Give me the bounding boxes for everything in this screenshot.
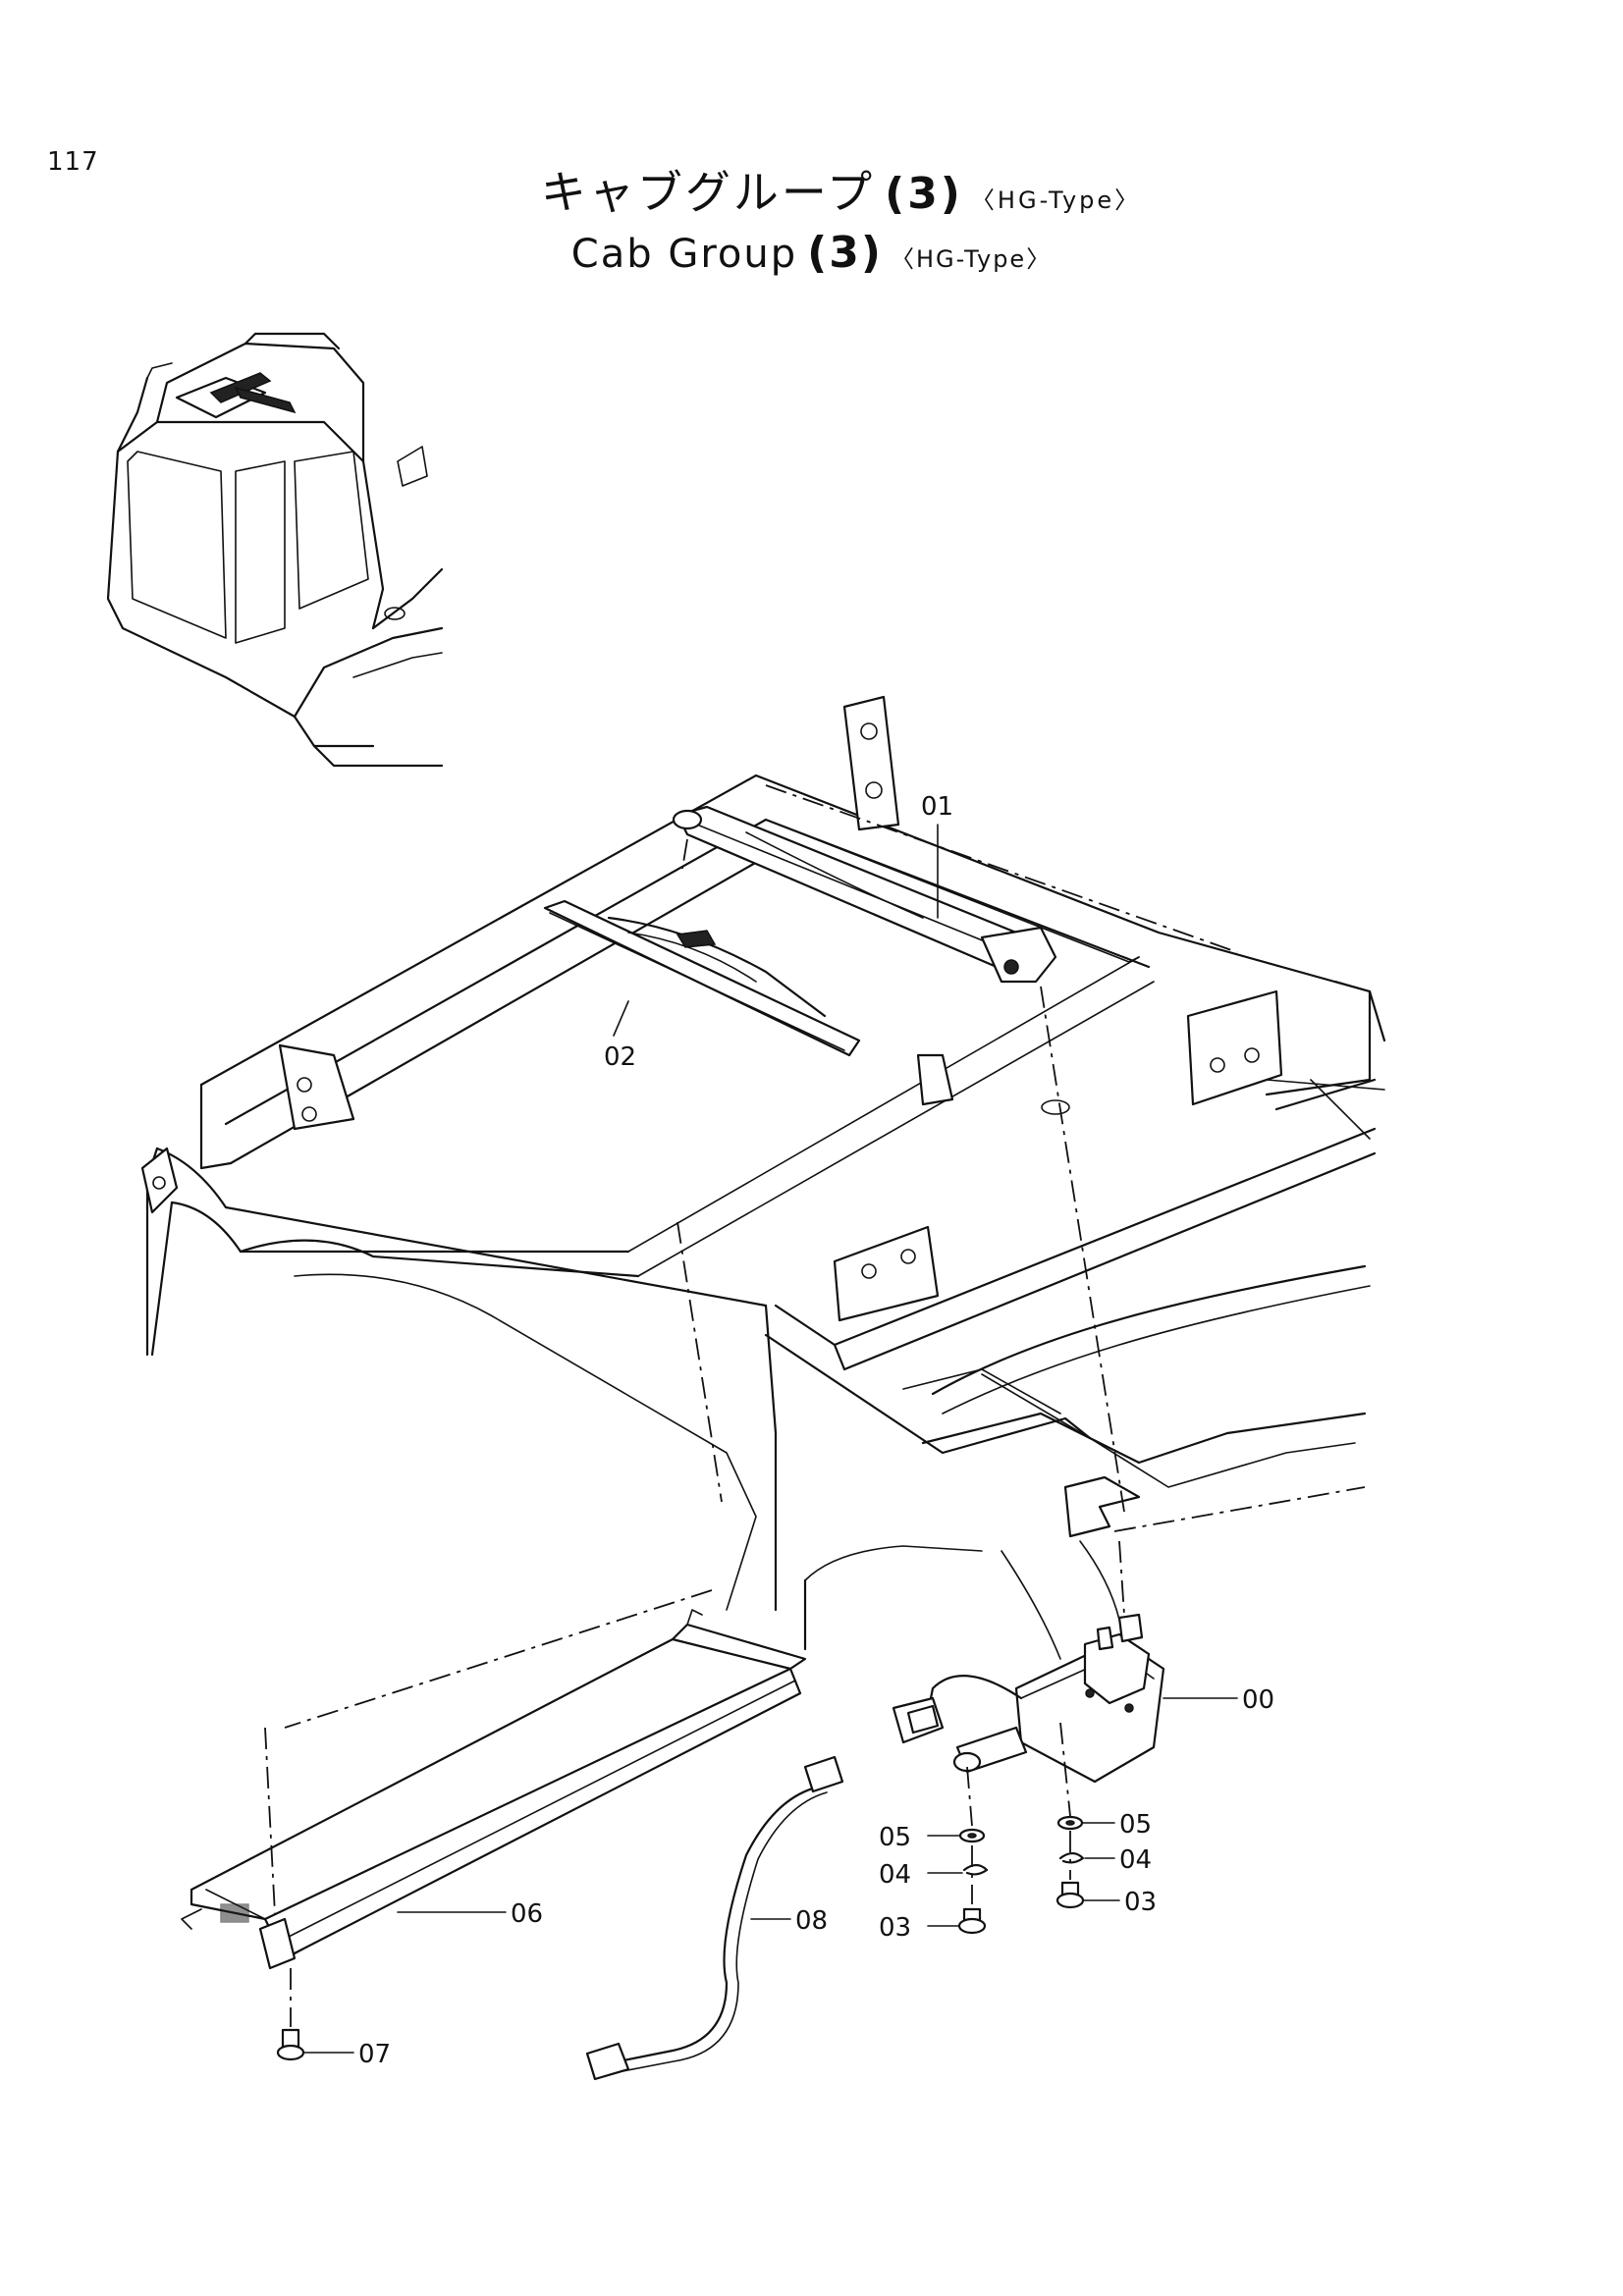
title-block: キャブグループ(3)〈HG-Type〉 Cab Group(3)〈HG-Type… <box>0 157 1623 278</box>
page-number: 117 <box>47 147 99 177</box>
title-jp-group-number: (3) <box>885 169 963 219</box>
title-en-main: Cab Group <box>570 232 798 277</box>
part-04-lock-washer-left <box>962 1863 989 1876</box>
part-03-bolt-right <box>1055 1881 1085 1909</box>
cab-roof-frame <box>140 695 1386 1660</box>
title-jp-main: キャブグループ <box>540 166 876 219</box>
part-00-wiper-motor <box>892 1613 1165 1784</box>
part-07-bolt <box>276 2028 305 2061</box>
callout-leaders <box>303 824 1238 2054</box>
part-01-wiper-arm <box>672 805 1057 984</box>
callout-08: 08 <box>795 1906 828 1936</box>
callout-labels: 01 02 00 05 05 04 04 03 03 06 07 08 <box>358 792 1274 2069</box>
callout-04-left: 04 <box>879 1860 911 1890</box>
callout-03-left: 03 <box>879 1913 911 1943</box>
part-02-wiper-blade <box>543 899 861 1057</box>
callout-06: 06 <box>511 1899 543 1929</box>
part-03-bolt-left <box>957 1907 987 1935</box>
part-08-wire-harness <box>585 1755 844 2081</box>
callout-05-left: 05 <box>879 1823 911 1852</box>
title-en-group-number: (3) <box>807 228 883 278</box>
callout-04-right: 04 <box>1119 1845 1152 1875</box>
callout-02: 02 <box>604 1042 636 1072</box>
callout-01: 01 <box>921 792 953 822</box>
title-japanese: キャブグループ(3) 〈HG-Type〉 <box>59 157 1623 222</box>
callout-03-right: 03 <box>1124 1888 1157 1917</box>
assembly-lines <box>264 784 1366 2027</box>
title-jp-type: 〈HG-Type〉 <box>970 187 1142 214</box>
part-04-lock-washer-right <box>1058 1851 1085 1864</box>
callout-00: 00 <box>1242 1685 1274 1715</box>
callout-07: 07 <box>358 2040 391 2069</box>
part-06-sun-visor <box>181 1609 807 1970</box>
cab-overview-inset <box>106 332 444 768</box>
title-en-type: 〈HG-Type〉 <box>890 245 1053 273</box>
title-english: Cab Group(3)〈HG-Type〉 <box>0 228 1623 278</box>
callout-05-right: 05 <box>1119 1810 1152 1840</box>
